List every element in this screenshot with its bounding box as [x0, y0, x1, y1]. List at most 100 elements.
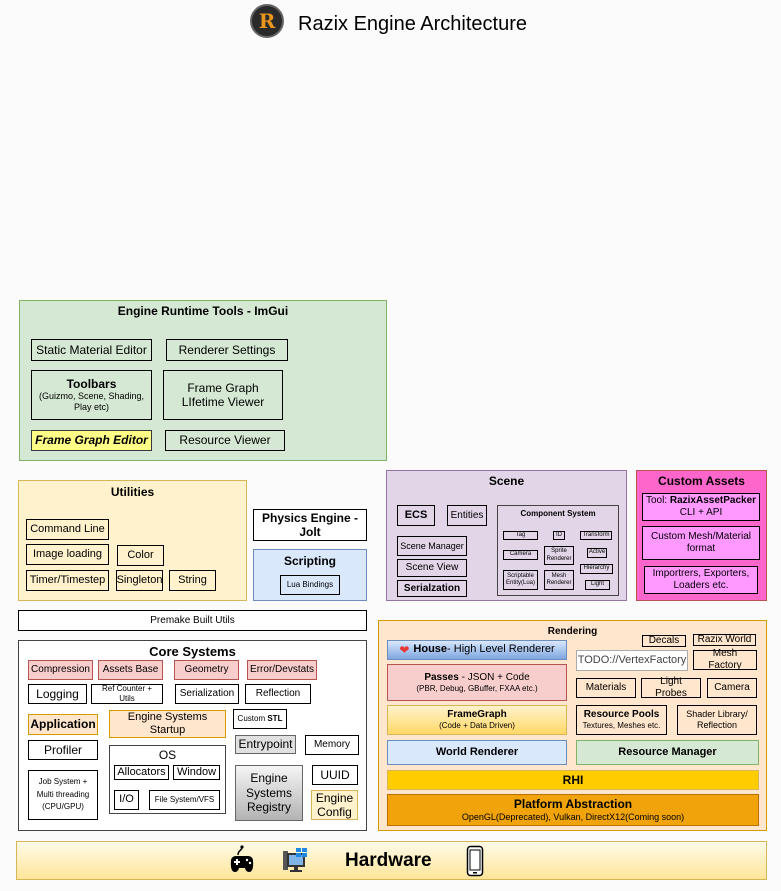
- page-title: Razix Engine Architecture: [298, 13, 528, 35]
- color: Color: [117, 545, 164, 566]
- serialization: Serialzation: [397, 580, 467, 597]
- light-probes: Light Probes: [641, 676, 701, 699]
- premake-built-utils: Premake Built Utils: [18, 610, 367, 631]
- custom-assets-title: Custom Assets: [658, 474, 745, 488]
- framegraph: FrameGraph (Code + Data Driven): [387, 705, 567, 735]
- component-hierarchy: Hierarchy: [580, 564, 613, 574]
- hardware-bar: [16, 841, 767, 880]
- rendering-title: Rendering: [547, 626, 598, 637]
- engine-config: Engine Config: [311, 790, 358, 820]
- component-scriptable-entity: Scriptable Entity(Lua): [503, 570, 538, 590]
- component-light: Light: [585, 580, 610, 590]
- reflection: Reflection: [245, 684, 311, 704]
- shader-library-reflection: Shader Library/ Reflection: [677, 705, 757, 735]
- error-devstats: Error/Devstats: [247, 660, 317, 680]
- entities: Entities: [447, 505, 487, 526]
- resource-viewer: Resource Viewer: [165, 430, 285, 451]
- pc-windows-icon: [281, 845, 309, 875]
- custom-mesh-material-format: Custom Mesh/Material format: [642, 526, 760, 560]
- rendering-camera: Camera: [707, 678, 757, 698]
- custom-stl-prefix: Custom: [237, 714, 266, 724]
- importers-exporters: Importrers, Exporters, Loaders etc.: [644, 566, 758, 594]
- custom-stl: Custom STL: [233, 709, 287, 729]
- heart-icon: ❤: [399, 642, 410, 657]
- core-serialization: Serialization: [175, 684, 239, 704]
- memory: Memory: [305, 735, 359, 755]
- component-system-group: Component System: [497, 505, 619, 596]
- component-system-title: Component System: [520, 509, 596, 518]
- os-title: OS: [158, 748, 177, 762]
- mesh-factory: Mesh Factory: [693, 648, 757, 671]
- passes-line1: Passes - JSON + Code: [424, 672, 529, 684]
- engine-systems-startup: Engine Systems Startup: [109, 710, 226, 738]
- house-renderer: ❤ House- High Level Renderer: [387, 640, 567, 660]
- component-sprite-renderer: Sprite Renderer: [544, 546, 574, 565]
- profiler: Profiler: [28, 740, 98, 760]
- toolbars-sub: (Guizmo, Scene, Shading, Play etc): [38, 391, 145, 413]
- uuid: UUID: [312, 765, 358, 785]
- framegraph-lifetime-viewer: Frame Graph LIfetime Viewer: [163, 370, 283, 420]
- component-id: ID: [553, 531, 565, 540]
- asset-packer-name: RazixAssetPacker: [669, 495, 757, 506]
- vertex-factory: TODO://VertexFactory: [576, 650, 688, 671]
- filesystem-vfs: File System/VFS: [149, 790, 220, 810]
- toolbars: Toolbars (Guizmo, Scene, Shading, Play e…: [31, 370, 152, 420]
- decals: Decals: [642, 635, 686, 647]
- asset-packer-prefix: Tool:: [645, 495, 670, 506]
- static-material-editor: Static Material Editor: [31, 339, 152, 361]
- resource-manager: Resource Manager: [576, 740, 759, 765]
- job-system: Job System + Multi threading (CPU/GPU): [28, 770, 98, 820]
- asset-packer-sub: CLI + API: [679, 507, 723, 518]
- singleton: Singleton: [116, 570, 163, 591]
- passes: Passes - JSON + Code (PBR, Debug, GBuffe…: [387, 664, 567, 701]
- geometry: Geometry: [174, 660, 239, 680]
- materials: Materials: [576, 678, 636, 698]
- window: Window: [173, 765, 220, 780]
- framegraph-sub: (Code + Data Driven): [439, 721, 515, 731]
- core-systems-title: Core Systems: [149, 644, 236, 659]
- physics-engine: Physics Engine - Jolt: [253, 509, 367, 541]
- timer-timestep: Timer/Timestep: [26, 570, 109, 591]
- platform-abstraction: Platform Abstraction OpenGL(Deprecated),…: [387, 794, 759, 826]
- razix-world: Razix World: [693, 634, 756, 646]
- io: I/O: [114, 790, 139, 810]
- compression: Compression: [28, 660, 93, 680]
- renderer-settings: Renderer Settings: [166, 339, 288, 361]
- platform-abstraction-label: Platform Abstraction: [513, 797, 633, 812]
- resource-pools-sub: Textures, Meshes etc.: [582, 721, 661, 731]
- component-camera: Camera: [503, 550, 538, 560]
- logging: Logging: [28, 684, 87, 704]
- platform-abstraction-sub: OpenGL(Deprecated), Vulkan, DirectX12(Co…: [461, 811, 685, 822]
- gamepad-icon: [228, 845, 256, 875]
- component-mesh-renderer: Mesh Renderer: [544, 570, 574, 590]
- framegraph-label: FrameGraph: [447, 709, 507, 721]
- toolbars-label: Toolbars: [66, 377, 117, 391]
- utilities-title: Utilities: [110, 485, 155, 499]
- scene-manager: Scene Manager: [397, 536, 467, 556]
- ref-counter-utils: Ref Counter + Utils: [91, 684, 163, 704]
- component-tag: Tag: [503, 531, 538, 540]
- hardware-title: Hardware: [345, 850, 432, 871]
- asset-packer-line1: Tool: RazixAssetPacker: [646, 495, 756, 507]
- resource-pools-label: Resource Pools: [583, 709, 660, 721]
- house-label: House: [413, 643, 448, 656]
- phone-icon: [466, 845, 484, 877]
- razix-logo-icon: R: [250, 4, 284, 38]
- world-renderer: World Renderer: [387, 740, 567, 765]
- scene-group: Scene: [386, 470, 627, 601]
- ecs: ECS: [397, 505, 435, 526]
- image-loading: Image loading: [26, 544, 109, 565]
- string: String: [169, 570, 216, 591]
- house-rest: - High Level Renderer: [447, 643, 555, 656]
- framegraph-editor: Frame Graph Editor: [31, 430, 152, 451]
- passes-sub: (PBR, Debug, GBuffer, FXAA etc.): [416, 683, 538, 693]
- entrypoint: Entrypoint: [235, 735, 296, 754]
- scene-view: Scene View: [397, 559, 467, 577]
- application: Application: [28, 714, 98, 735]
- razix-asset-packer: Tool: RazixAssetPacker CLI + API: [642, 493, 760, 521]
- scene-title: Scene: [488, 474, 525, 488]
- allocators: Allocators: [114, 765, 169, 780]
- engine-systems-registry: Engine Systems Registry: [235, 765, 303, 821]
- component-active: Active: [587, 548, 607, 558]
- rhi: RHI: [387, 770, 759, 790]
